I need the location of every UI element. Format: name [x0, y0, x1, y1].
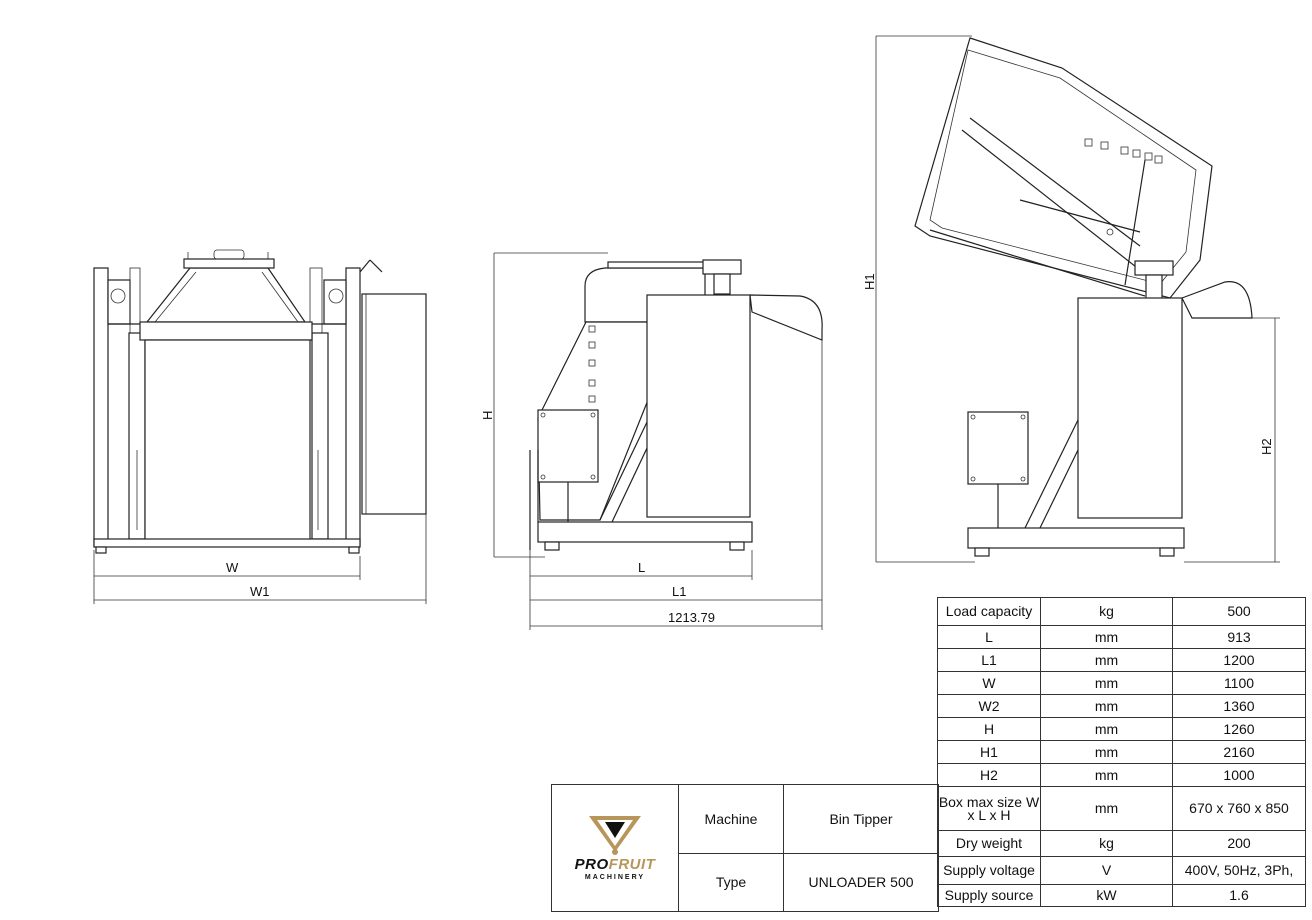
spec-value: 1000 [1172, 763, 1306, 787]
spec-row-w: W mm 1100 [937, 671, 1306, 695]
spec-row-l1: L1 mm 1200 [937, 648, 1306, 672]
title-block: PROFRUIT MACHINERY Machine Bin Tipper Ty… [551, 784, 939, 912]
spec-param: W2 [937, 694, 1041, 718]
spec-row-h: H mm 1260 [937, 717, 1306, 741]
dim-l1-label: L1 [672, 584, 686, 599]
profruit-logo-icon [589, 816, 641, 855]
spec-row-supply-source: Supply source kW 1.6 [937, 884, 1306, 907]
machine-label: Machine [678, 784, 784, 854]
spec-value: 1260 [1172, 717, 1306, 741]
spec-value: 1.6 [1172, 884, 1306, 907]
spec-unit: mm [1040, 786, 1173, 831]
dim-l-label: L [638, 560, 645, 575]
spec-value: 913 [1172, 625, 1306, 649]
spec-unit: mm [1040, 717, 1173, 741]
spec-row-h1: H1 mm 2160 [937, 740, 1306, 764]
spec-value: 2160 [1172, 740, 1306, 764]
spec-param: Load capacity [937, 597, 1041, 626]
spec-row-l: L mm 913 [937, 625, 1306, 649]
spec-row-h2: H2 mm 1000 [937, 763, 1306, 787]
logo-pro-text: PRO [574, 856, 609, 873]
spec-param: H2 [937, 763, 1041, 787]
spec-value: 1200 [1172, 648, 1306, 672]
spec-unit: mm [1040, 625, 1173, 649]
spec-unit: kg [1040, 830, 1173, 857]
dim-h2-label: H2 [1259, 438, 1274, 455]
spec-param: H1 [937, 740, 1041, 764]
spec-value: 400V, 50Hz, 3Ph, [1172, 856, 1306, 885]
spec-param: H [937, 717, 1041, 741]
spec-value: 1100 [1172, 671, 1306, 695]
dim-h-label: H [480, 411, 495, 420]
logo-fruit-text: FRUIT [608, 856, 656, 873]
type-value: UNLOADER 500 [783, 853, 939, 912]
spec-unit: mm [1040, 648, 1173, 672]
spec-value: 670 x 760 x 850 [1172, 786, 1306, 831]
spec-param: Supply source [937, 884, 1041, 907]
spec-param: L1 [937, 648, 1041, 672]
spec-table: Load capacity kg 500 L mm 913 L1 mm 1200… [937, 597, 1306, 907]
dim-w1-label: W1 [250, 584, 270, 599]
spec-unit: mm [1040, 694, 1173, 718]
spec-unit: kg [1040, 597, 1173, 626]
tipped-view: H1 H2 [862, 35, 1280, 563]
bolt-row [588, 325, 596, 403]
spec-unit: V [1040, 856, 1173, 885]
spec-param: L [937, 625, 1041, 649]
spec-value: 1360 [1172, 694, 1306, 718]
spec-unit: mm [1040, 740, 1173, 764]
spec-unit: kW [1040, 884, 1173, 907]
spec-row-w2: W2 mm 1360 [937, 694, 1306, 718]
logo-subtitle: MACHINERY [584, 874, 646, 881]
front-view: W W1 [93, 249, 427, 604]
spec-unit: mm [1040, 763, 1173, 787]
machine-value: Bin Tipper [783, 784, 939, 854]
spec-value: 200 [1172, 830, 1306, 857]
spec-value: 500 [1172, 597, 1306, 626]
spec-param: Supply voltage [937, 856, 1041, 885]
type-label: Type [678, 853, 784, 912]
bolt-row-tipped [1084, 138, 1163, 164]
spec-param: W [937, 671, 1041, 695]
spec-row-supply-voltage: Supply voltage V 400V, 50Hz, 3Ph, [937, 856, 1306, 885]
spec-row-box-size: Box max size W x L x H mm 670 x 760 x 85… [937, 786, 1306, 831]
spec-unit: mm [1040, 671, 1173, 695]
dim-h1-label: H1 [862, 273, 877, 290]
dim-overall-label: 1213.79 [668, 610, 715, 625]
company-logo: PROFRUIT MACHINERY [551, 784, 679, 912]
side-view: H L L1 1213.79 [480, 252, 823, 630]
spec-param: Dry weight [937, 830, 1041, 857]
spec-row-load-capacity: Load capacity kg 500 [937, 597, 1306, 626]
spec-param: Box max size W x L x H [937, 786, 1041, 831]
spec-row-dry-weight: Dry weight kg 200 [937, 830, 1306, 857]
dim-w-label: W [226, 560, 239, 575]
